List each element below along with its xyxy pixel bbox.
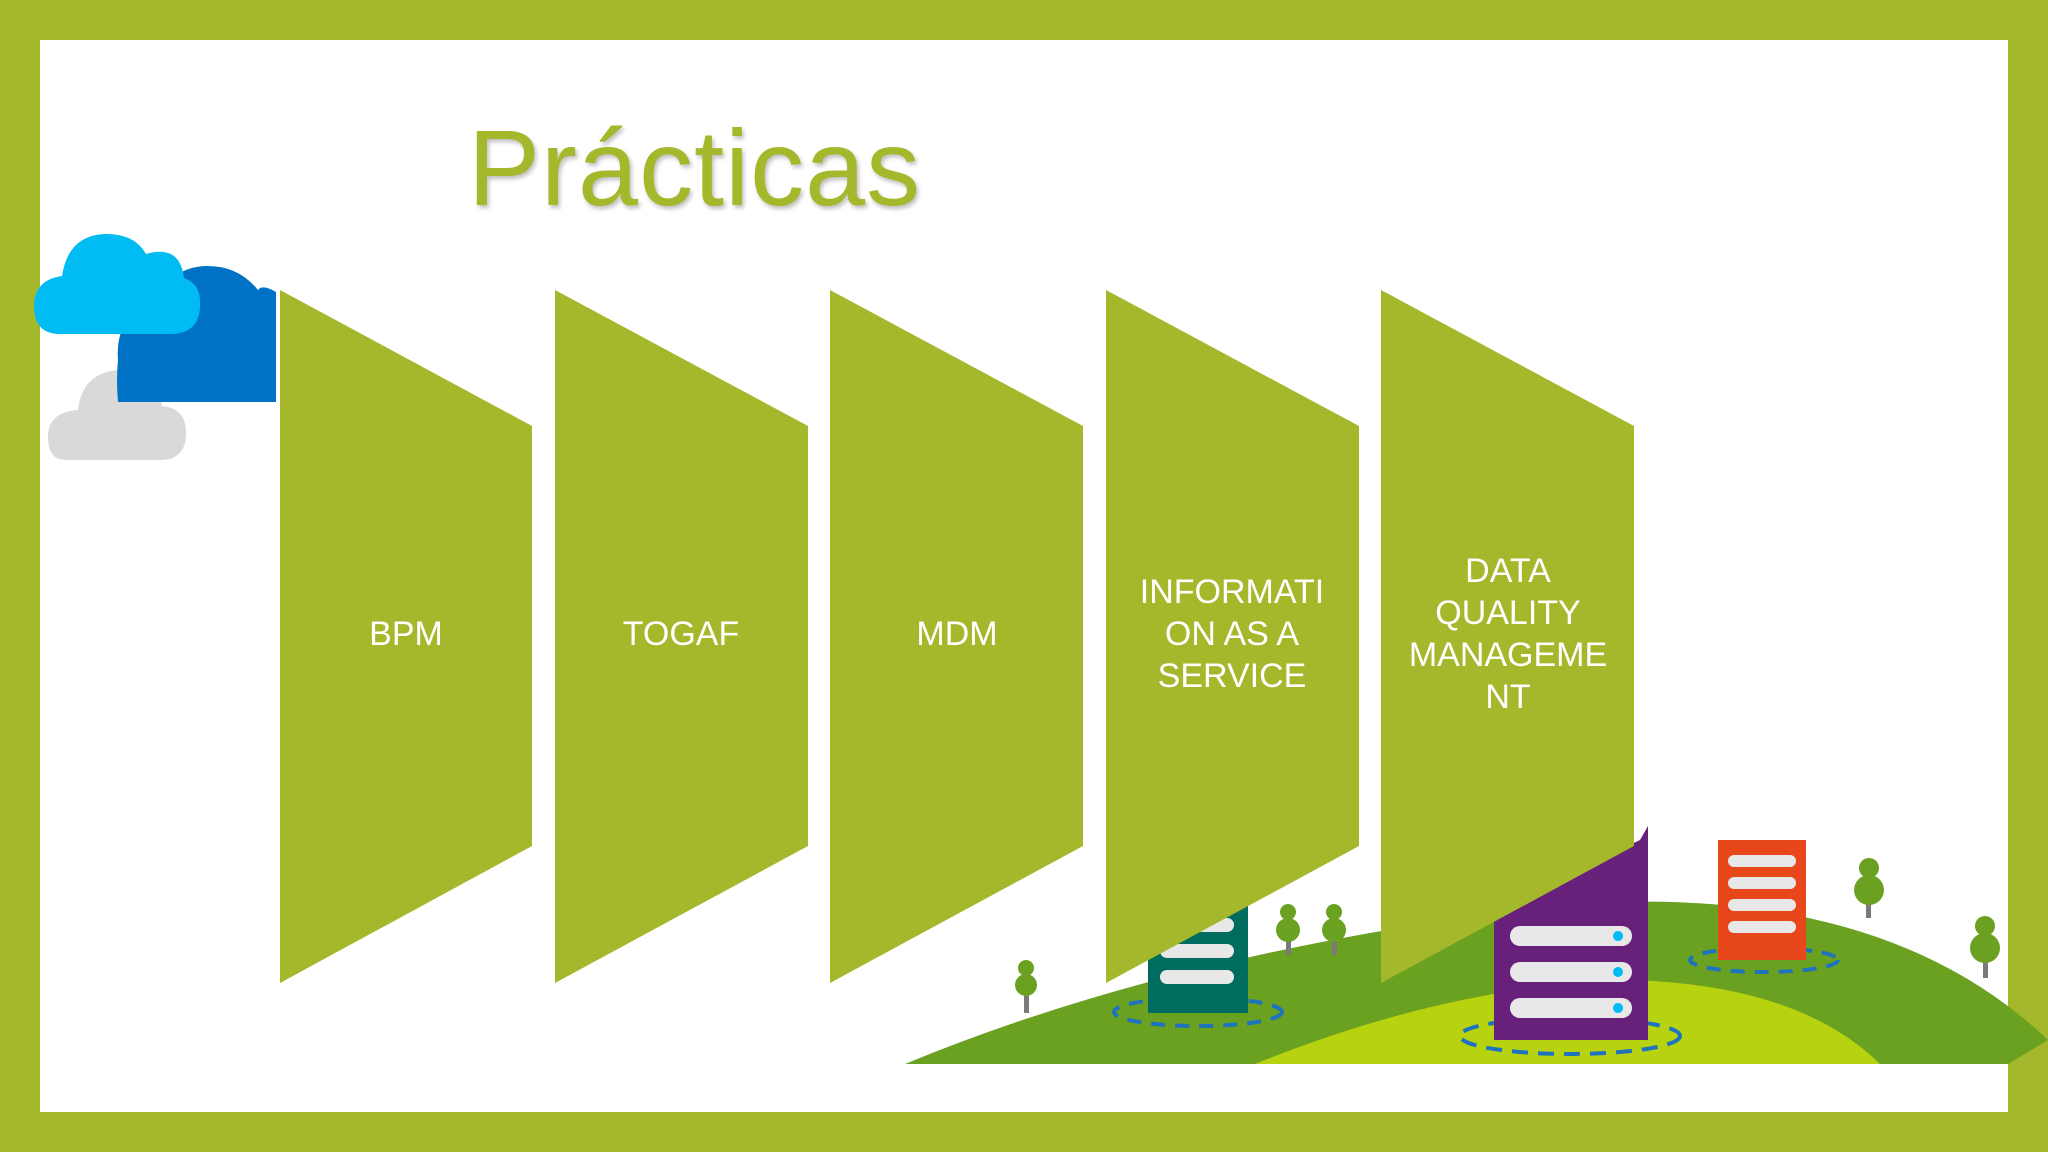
step-label-togaf: TOGAF xyxy=(622,615,740,653)
tree-icon xyxy=(1970,916,2000,978)
cloud-icon xyxy=(117,265,276,402)
step-label-mdm: MDM xyxy=(916,615,998,653)
steps-group xyxy=(280,290,1634,983)
cloud-icon xyxy=(34,233,201,334)
step-shape xyxy=(830,290,1083,983)
step-shape xyxy=(555,290,808,983)
tree-icon xyxy=(1276,904,1300,955)
clouds-group xyxy=(34,233,276,460)
tree-icon xyxy=(1322,904,1346,955)
step-shape xyxy=(280,290,532,983)
page-title: Prácticas xyxy=(468,107,922,228)
server-building-icon xyxy=(1688,840,1840,974)
step-shape xyxy=(1381,290,1634,983)
step-label-information-as-a-service: INFORMATI ON AS A SERVICE xyxy=(1139,573,1325,695)
step-label-bpm: BPM xyxy=(369,615,443,653)
step-shape xyxy=(1106,290,1359,983)
landscape-group xyxy=(905,826,2048,1064)
step-label-data-quality-management: DATA QUALITY MANAGEME NT xyxy=(1408,552,1608,716)
tree-icon xyxy=(1015,960,1037,1013)
tree-icon xyxy=(1854,858,1884,918)
server-building-icon xyxy=(1458,826,1682,1056)
